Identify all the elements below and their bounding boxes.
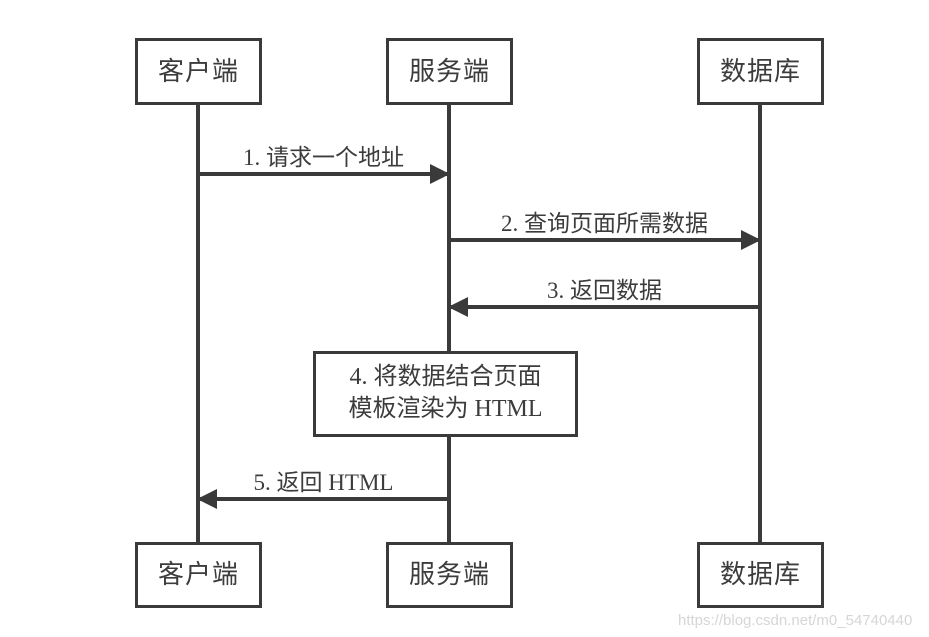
note-line-1: 4. 将数据结合页面	[349, 364, 542, 391]
lifeline-server	[447, 105, 451, 542]
message-arrow-1[interactable]: 1. 请求一个地址	[198, 146, 450, 184]
message-arrow-2[interactable]: 2. 查询页面所需数据	[449, 212, 761, 250]
note-box-render-html[interactable]: 4. 将数据结合页面模板渲染为 HTML	[313, 351, 578, 437]
participant-label-server: 服务端	[408, 560, 490, 589]
participant-bottom-box-server[interactable]: 服务端	[386, 542, 513, 608]
participant-top-box-server[interactable]: 服务端	[386, 38, 513, 105]
participant-label-client: 客户端	[157, 560, 239, 589]
arrow-head-right-icon	[741, 230, 761, 250]
participant-bottom-box-database[interactable]: 数据库	[697, 542, 824, 608]
participant-label-database: 数据库	[719, 560, 801, 589]
participant-label-database: 数据库	[719, 56, 801, 86]
arrow-head-left-icon	[197, 489, 217, 509]
watermark-text: https://blog.csdn.net/m0_54740440	[678, 612, 913, 629]
participant-top-box-client[interactable]: 客户端	[135, 38, 262, 105]
message-label-5: 5. 返回 HTML	[253, 470, 394, 495]
message-label-1: 1. 请求一个地址	[243, 145, 404, 170]
message-arrow-5[interactable]: 5. 返回 HTML	[197, 471, 449, 509]
participant-label-server: 服务端	[408, 56, 490, 86]
message-label-2: 2. 查询页面所需数据	[501, 211, 708, 236]
message-label-3: 3. 返回数据	[547, 278, 662, 303]
message-arrow-3[interactable]: 3. 返回数据	[448, 279, 760, 317]
participant-top-box-database[interactable]: 数据库	[697, 38, 824, 105]
participant-label-client: 客户端	[157, 56, 239, 86]
note-line-2: 模板渲染为 HTML	[348, 396, 543, 422]
lifeline-client	[196, 105, 200, 542]
arrow-head-left-icon	[448, 297, 468, 317]
participant-bottom-box-client[interactable]: 客户端	[135, 542, 262, 608]
arrow-head-right-icon	[430, 164, 450, 184]
lifeline-database	[758, 105, 762, 542]
